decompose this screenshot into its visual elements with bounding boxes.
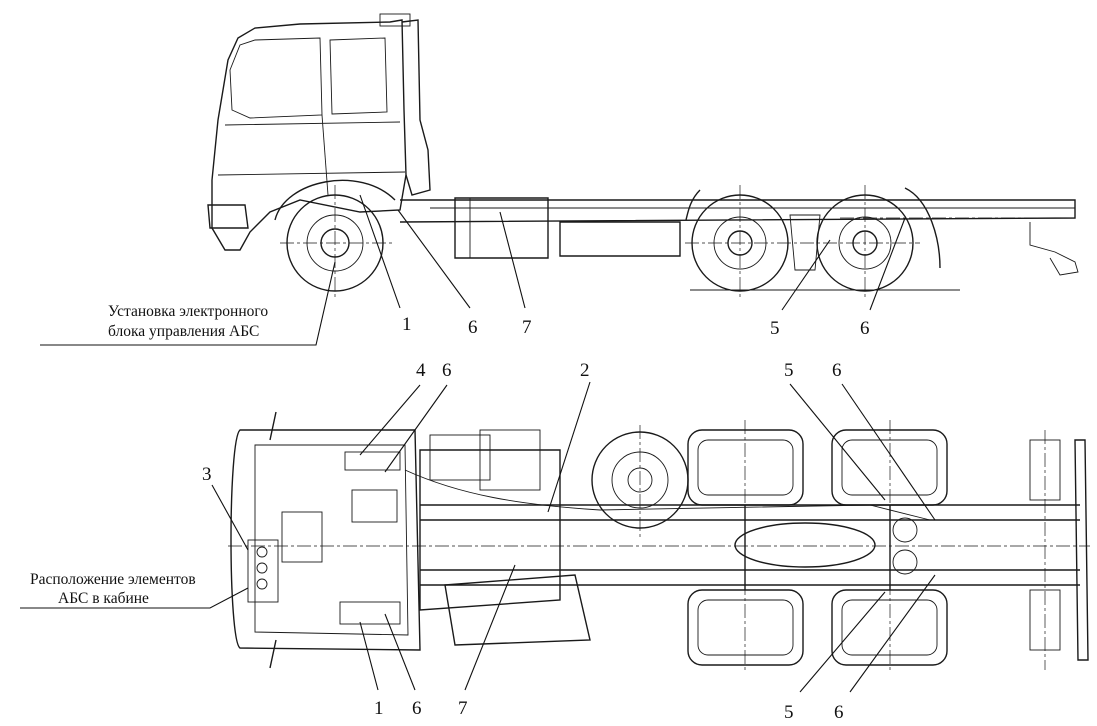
top-callout-5-upper: 5 [784,360,794,381]
side-callout-5: 5 [770,318,780,339]
side-callout-6-front: 6 [468,317,478,338]
side-view-leaders [40,194,906,346]
side-callout-7: 7 [522,317,532,338]
top-view-leaders [20,381,936,693]
top-callout-5-lower: 5 [784,702,794,723]
top-callout-3: 3 [202,464,212,485]
top-view-caption-line2: АБС в кабине [58,590,149,607]
top-callout-6-lower: 6 [834,702,844,723]
top-callout-6-cab: 6 [442,360,452,381]
top-callout-4: 4 [416,360,426,381]
top-callout-2: 2 [580,360,590,381]
side-callout-1: 1 [402,314,412,335]
top-callout-6-cab-lower: 6 [412,698,422,719]
truck-top-view [228,411,1090,670]
side-view-caption-line2: блока управления АБС [108,323,259,340]
top-callout-6-upper: 6 [832,360,842,381]
side-view-caption-line1: Установка электронного [108,303,268,320]
truck-side-view [207,13,1079,300]
side-callout-6-rear: 6 [860,318,870,339]
top-callout-7: 7 [458,698,468,719]
top-callout-1: 1 [374,698,384,719]
top-view-caption-line1: Расположение элементов [30,571,196,588]
